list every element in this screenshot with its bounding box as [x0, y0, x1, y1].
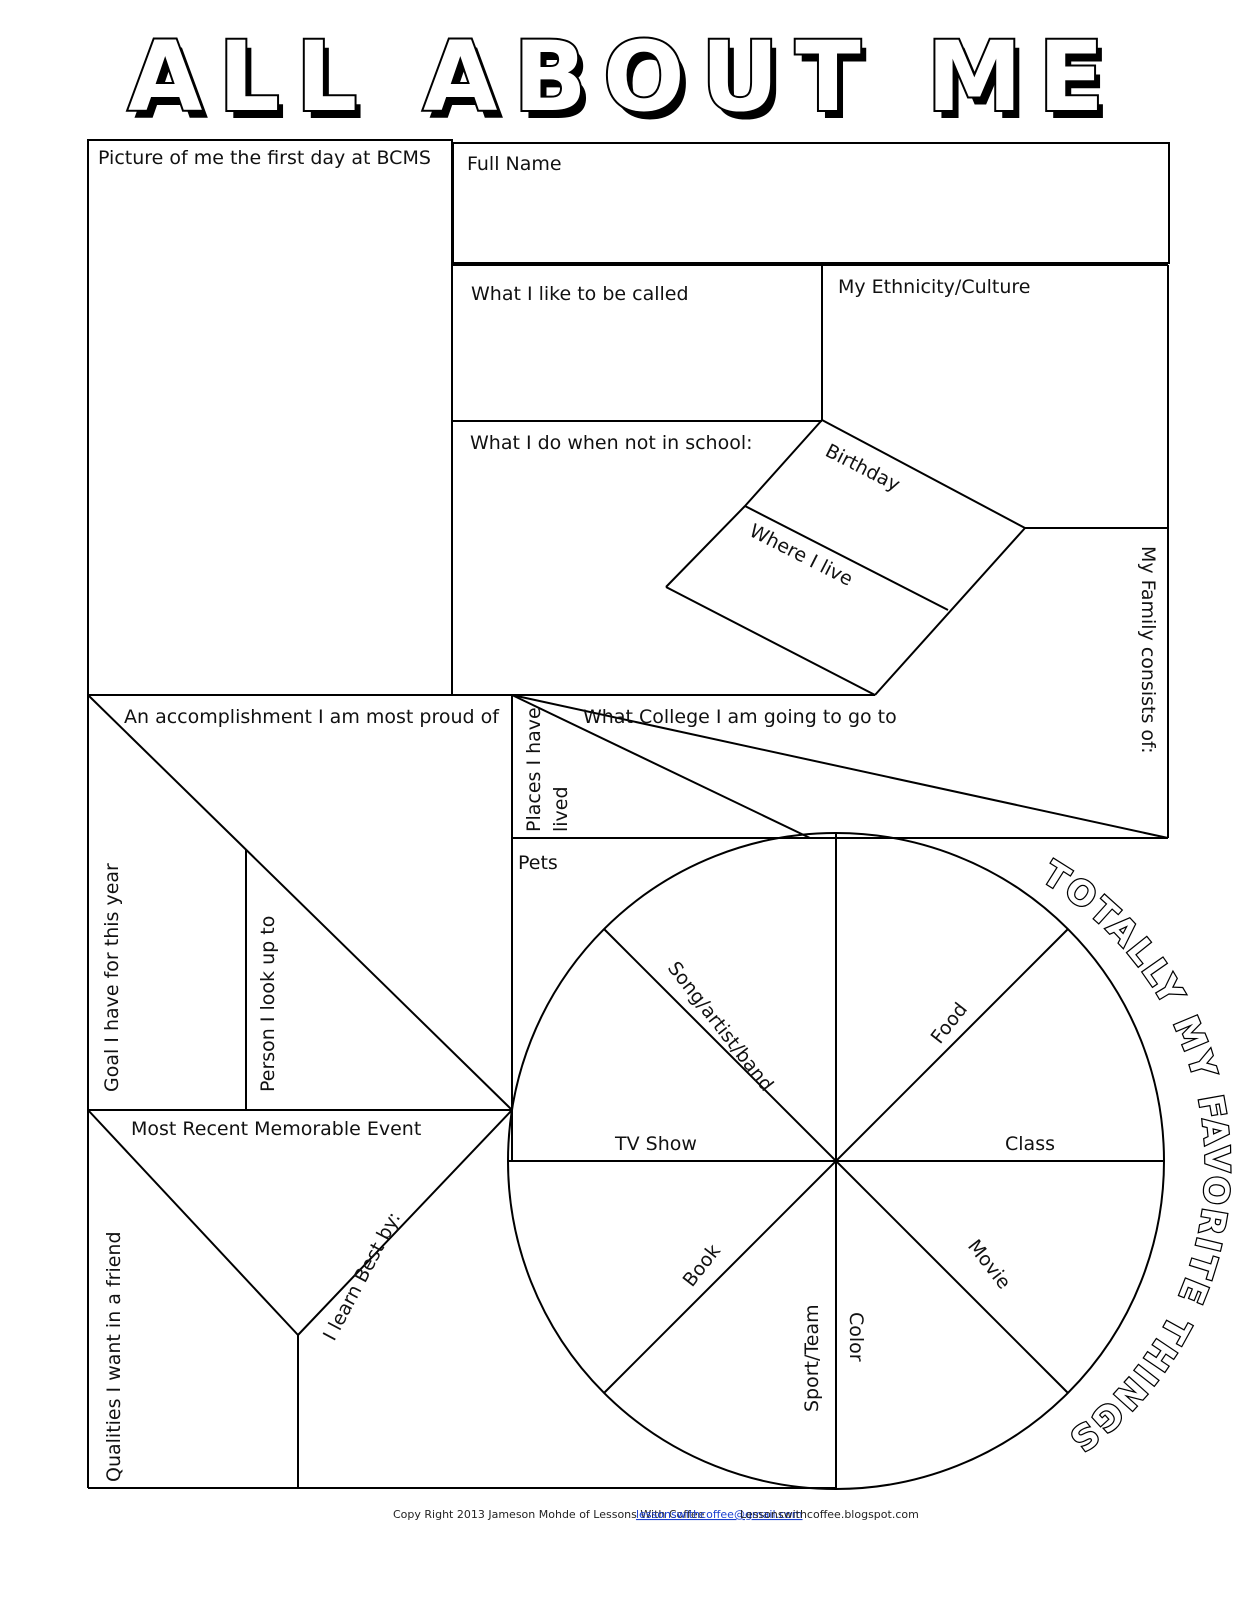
- called-label: What I like to be called: [471, 283, 689, 305]
- lower-left-grid: [87, 1109, 836, 1489]
- accomplishment-label: An accomplishment I am most proud of: [124, 706, 500, 728]
- footer-email-link[interactable]: lessonswithcoffee@gmail.com: [636, 1508, 803, 1521]
- upper-right-grid: [452, 264, 1169, 838]
- college-label: What College I am going to go to: [583, 706, 897, 728]
- memorable-label: Most Recent Memorable Event: [131, 1118, 421, 1140]
- full-name-box[interactable]: [452, 142, 1170, 264]
- goal-label: Goal I have for this year: [101, 863, 123, 1092]
- fav-sport-label: Sport/Team: [801, 1304, 823, 1412]
- not-in-school-label: What I do when not in school:: [470, 432, 753, 454]
- places-label-line2: lived: [550, 786, 572, 832]
- footer-copyright: Copy Right 2013 Jameson Mohde of Lessons…: [393, 1508, 705, 1521]
- qualities-label: Qualities I want in a friend: [103, 1231, 125, 1482]
- fav-food-label: Food: [927, 999, 972, 1048]
- middle-grid: [87, 694, 1169, 1488]
- favorites-heading: TOTALLY MY FAVORITE THINGS: [1035, 854, 1236, 1461]
- places-label-line1: Places I have: [523, 707, 545, 832]
- learn-label: I learn Best by:: [319, 1208, 405, 1344]
- fav-movie-label: Movie: [963, 1236, 1015, 1294]
- full-name-label: Full Name: [467, 153, 562, 175]
- ethnicity-label: My Ethnicity/Culture: [838, 276, 1030, 298]
- fav-tv-label: TV Show: [614, 1133, 697, 1155]
- title-text: ALL ABOUT ME: [128, 21, 1108, 133]
- favorites-wheel: [507, 832, 1165, 1490]
- family-label: My Family consists of:: [1137, 546, 1159, 753]
- worksheet-title: ALL ABOUT ME ALL ABOUT ME: [126, 19, 1110, 141]
- person-label: Person I look up to: [257, 916, 279, 1092]
- birthday-label: Birthday: [822, 440, 904, 496]
- fav-song-label: Song/artist/band: [663, 958, 778, 1096]
- fav-class-label: Class: [1005, 1133, 1055, 1155]
- favorites-heading-path: TOTALLY MY FAVORITE THINGS: [1034, 852, 1235, 1462]
- picture-box[interactable]: [87, 139, 453, 696]
- footer-blog: Lessonswithcoffee.blogspot.com: [740, 1508, 919, 1521]
- fav-color-label: Color: [845, 1312, 867, 1362]
- pets-label: Pets: [518, 852, 558, 874]
- picture-label: Picture of me the first day at BCMS: [98, 147, 431, 169]
- fav-book-label: Book: [679, 1240, 725, 1291]
